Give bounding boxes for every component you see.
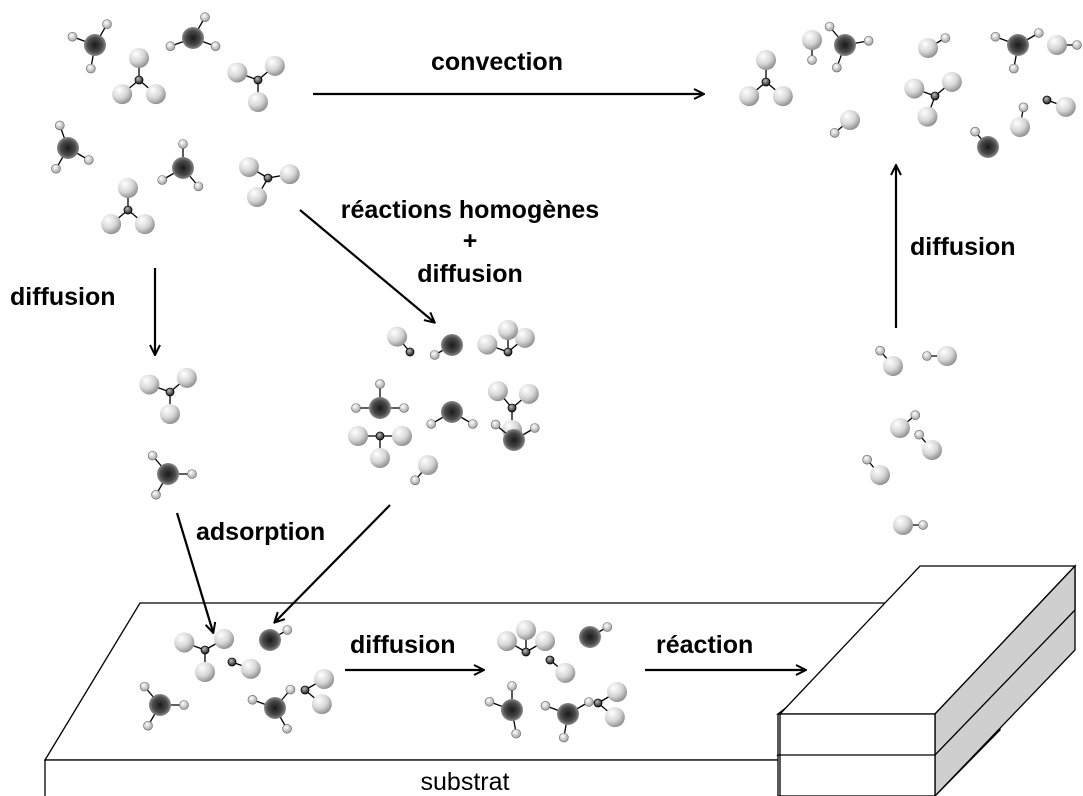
molecule-light xyxy=(139,367,197,424)
label-adsorption: adsorption xyxy=(196,518,325,546)
label-plus: + xyxy=(463,227,478,255)
adsorption-arrow-left xyxy=(175,512,213,632)
molecule-pair xyxy=(1010,102,1030,137)
molecule-pair xyxy=(918,33,951,58)
molecule-dark xyxy=(157,139,204,192)
molecule-dark xyxy=(51,120,94,174)
homogeneous-reaction-arrow xyxy=(299,209,434,322)
label-diffusion-surface: diffusion xyxy=(350,631,456,659)
label-diffusion-right: diffusion xyxy=(910,233,1016,261)
label-diffusion-left: diffusion xyxy=(10,283,116,311)
molecule-light xyxy=(238,157,300,208)
molecule-dot-pair xyxy=(1042,95,1076,117)
molecule-pair xyxy=(429,334,463,360)
molecule-pair xyxy=(862,454,890,485)
molecule-dark xyxy=(165,12,221,52)
molecule-pair xyxy=(829,110,860,138)
molecule-pair xyxy=(259,625,293,651)
molecule-pair xyxy=(914,429,942,460)
molecule-dark xyxy=(67,19,112,74)
molecule-dot-pair xyxy=(545,655,576,683)
molecule-dark xyxy=(147,450,197,500)
molecule-pair xyxy=(890,410,921,438)
molecule-pair xyxy=(579,622,613,648)
deposited-film xyxy=(776,564,1077,796)
molecule-light xyxy=(904,71,962,127)
molecule-dark xyxy=(247,684,296,734)
arrows xyxy=(155,94,896,670)
molecule-light xyxy=(101,178,155,235)
molecule-light xyxy=(112,48,166,105)
label-convection: convection xyxy=(431,48,563,76)
molecule-light xyxy=(227,55,285,112)
label-reaction: réaction xyxy=(656,631,753,659)
molecule-light xyxy=(300,669,335,715)
molecule-dot-pair xyxy=(387,326,415,357)
molecule-pair xyxy=(410,455,438,486)
label-reactions-homogenes: réactions homogènes xyxy=(341,196,599,224)
molecule-dot-pair xyxy=(227,657,261,679)
molecule-pair xyxy=(1047,35,1082,55)
label-diffusion-center: diffusion xyxy=(417,260,523,288)
molecule-dark xyxy=(351,379,409,419)
label-substrat: substrat xyxy=(421,768,510,796)
molecule-light xyxy=(593,682,628,728)
labels: convection réactions homogènes + diffusi… xyxy=(10,48,1016,796)
molecule-light xyxy=(348,426,412,468)
molecule-light xyxy=(477,320,535,357)
molecule-light xyxy=(174,629,235,682)
molecule-dark xyxy=(490,419,540,451)
molecule-dark xyxy=(540,697,594,743)
molecule-pair xyxy=(922,346,957,366)
molecule-dark xyxy=(139,681,189,731)
molecule-dark xyxy=(484,681,523,739)
molecule-dark xyxy=(426,401,478,429)
molecule-light xyxy=(496,620,556,657)
adsorption-arrow-right xyxy=(275,504,391,622)
molecule-dark xyxy=(824,21,874,73)
molecules xyxy=(51,12,1082,743)
molecule-light xyxy=(739,50,793,107)
molecule-pair xyxy=(802,30,822,65)
molecule-pair xyxy=(893,515,928,535)
molecule-pair xyxy=(970,126,999,158)
molecule-dark xyxy=(990,28,1044,74)
film-layer-line xyxy=(934,609,1076,756)
molecule-pair xyxy=(875,345,903,376)
